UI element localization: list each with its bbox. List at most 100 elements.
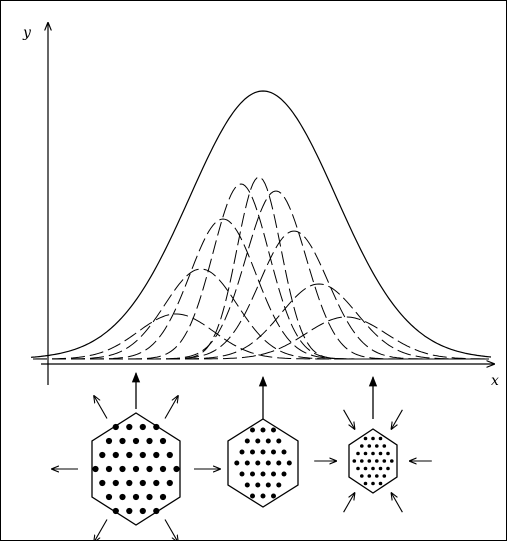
particle-dot: [146, 438, 152, 444]
particle-dot: [356, 452, 360, 456]
component-curve-5: [33, 177, 489, 359]
particle-dot: [255, 439, 260, 444]
particle-dot: [133, 494, 139, 500]
particle-dot: [276, 461, 281, 466]
particle-dot: [240, 472, 245, 477]
particle-dot: [113, 424, 119, 430]
particle-dot: [250, 472, 255, 477]
particle-dot: [167, 480, 173, 486]
particle-dot: [271, 494, 276, 499]
particle-dot: [99, 480, 105, 486]
particle-dot: [126, 424, 132, 430]
particle-dot: [371, 482, 375, 486]
particle-dot: [276, 439, 281, 444]
component-curve-2: [33, 269, 489, 359]
particle-dot: [153, 508, 159, 514]
particle-dot: [368, 444, 372, 448]
cluster-expanded: [52, 396, 220, 540]
particle-dot: [245, 439, 250, 444]
x-axis-label: x: [491, 373, 499, 389]
particle-dot: [364, 467, 368, 471]
particle-dot: [250, 494, 255, 499]
particle-dot: [250, 450, 255, 455]
particle-dot: [266, 439, 271, 444]
particle-dot: [140, 452, 146, 458]
particle-dot: [146, 466, 152, 472]
cluster-expanded-outward-arrow: [94, 396, 107, 419]
particle-dot: [287, 461, 292, 466]
y-axis-label: y: [22, 25, 32, 41]
particle-dot: [106, 494, 112, 500]
particle-dot: [146, 494, 152, 500]
particle-dot: [153, 480, 159, 486]
particle-dot: [119, 466, 125, 472]
particle-dot: [261, 450, 266, 455]
particle-dot: [271, 450, 276, 455]
particle-dot: [276, 483, 281, 488]
particle-dot: [383, 474, 387, 478]
particle-dot: [153, 452, 159, 458]
component-curve-6: [33, 191, 489, 359]
particle-dot: [261, 494, 266, 499]
particle-dot: [375, 459, 379, 463]
particle-dot: [383, 459, 387, 463]
particle-dot: [140, 508, 146, 514]
particle-dot: [113, 452, 119, 458]
particle-dot: [266, 483, 271, 488]
particle-dot: [379, 482, 383, 486]
particle-dot: [271, 472, 276, 477]
particle-dot: [99, 452, 105, 458]
particle-dot: [364, 482, 368, 486]
cluster-compressed-inward-arrow: [344, 410, 355, 429]
particle-dot: [234, 461, 239, 466]
particle-dot: [371, 452, 375, 456]
particle-dot: [266, 461, 271, 466]
particle-dot: [282, 472, 287, 477]
cluster-compressed-inward-arrow: [344, 493, 355, 512]
particle-dot: [379, 452, 383, 456]
cluster-compressed-inward-arrow: [391, 410, 402, 429]
particle-dot: [160, 438, 166, 444]
particle-dot: [153, 424, 159, 430]
particle-dot: [160, 494, 166, 500]
particle-dot: [261, 472, 266, 477]
particle-dot: [360, 444, 364, 448]
particle-dot: [364, 452, 368, 456]
particle-dot: [364, 437, 368, 441]
particle-dot: [353, 459, 357, 463]
particle-dot: [368, 459, 372, 463]
particle-dot: [113, 508, 119, 514]
particle-dot: [240, 450, 245, 455]
particle-dot: [360, 459, 364, 463]
component-curve-3: [33, 219, 489, 359]
particle-dot: [140, 480, 146, 486]
particle-dot: [386, 452, 390, 456]
cluster-expanded-outward-arrow: [165, 520, 178, 541]
particle-dot: [92, 466, 98, 472]
particle-dot: [245, 483, 250, 488]
particle-dot: [167, 452, 173, 458]
particle-dot: [255, 461, 260, 466]
particle-dot: [119, 494, 125, 500]
particle-dot: [282, 450, 287, 455]
component-curves: [33, 177, 489, 359]
particle-dot: [386, 467, 390, 471]
particle-dot: [133, 438, 139, 444]
cluster-compressed: [314, 410, 432, 512]
particle-dot: [119, 438, 125, 444]
particle-dot: [106, 466, 112, 472]
particle-dot: [126, 480, 132, 486]
particle-dot: [368, 474, 372, 478]
particle-dot: [255, 483, 260, 488]
particle-dot: [360, 474, 364, 478]
particle-dot: [261, 428, 266, 433]
component-curve-8: [33, 284, 489, 359]
particle-dot: [371, 467, 375, 471]
cluster-equilibrium: [228, 419, 298, 507]
cluster-expanded-outward-arrow: [165, 396, 178, 419]
particle-dot: [173, 466, 179, 472]
particle-dot: [245, 461, 250, 466]
particle-dot: [160, 466, 166, 472]
